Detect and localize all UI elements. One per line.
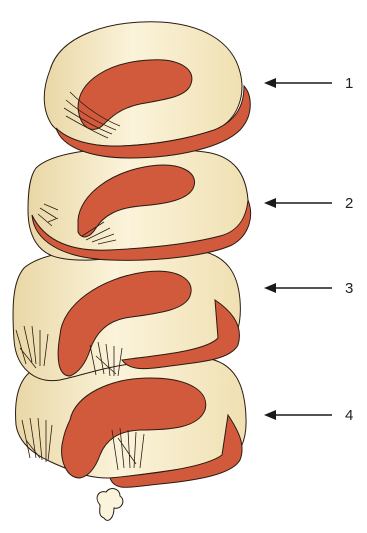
callout-2: 2 <box>264 195 353 212</box>
arrow-2-head <box>264 198 276 208</box>
callout-label-4: 4 <box>345 407 353 424</box>
stage-3-segment <box>13 247 240 380</box>
callout-label-1: 1 <box>345 75 353 92</box>
arrow-1-head <box>264 78 276 88</box>
callout-1: 1 <box>264 75 353 92</box>
callout-4: 4 <box>264 407 353 424</box>
callout-label-3: 3 <box>345 280 353 297</box>
arrow-4-head <box>264 410 276 420</box>
arrow-3-head <box>264 283 276 293</box>
stage-1-segment <box>44 22 250 158</box>
callout-3: 3 <box>264 280 353 297</box>
callout-label-2: 2 <box>345 195 353 212</box>
tissue-fragment <box>97 489 123 521</box>
stage-2-segment <box>28 148 251 260</box>
